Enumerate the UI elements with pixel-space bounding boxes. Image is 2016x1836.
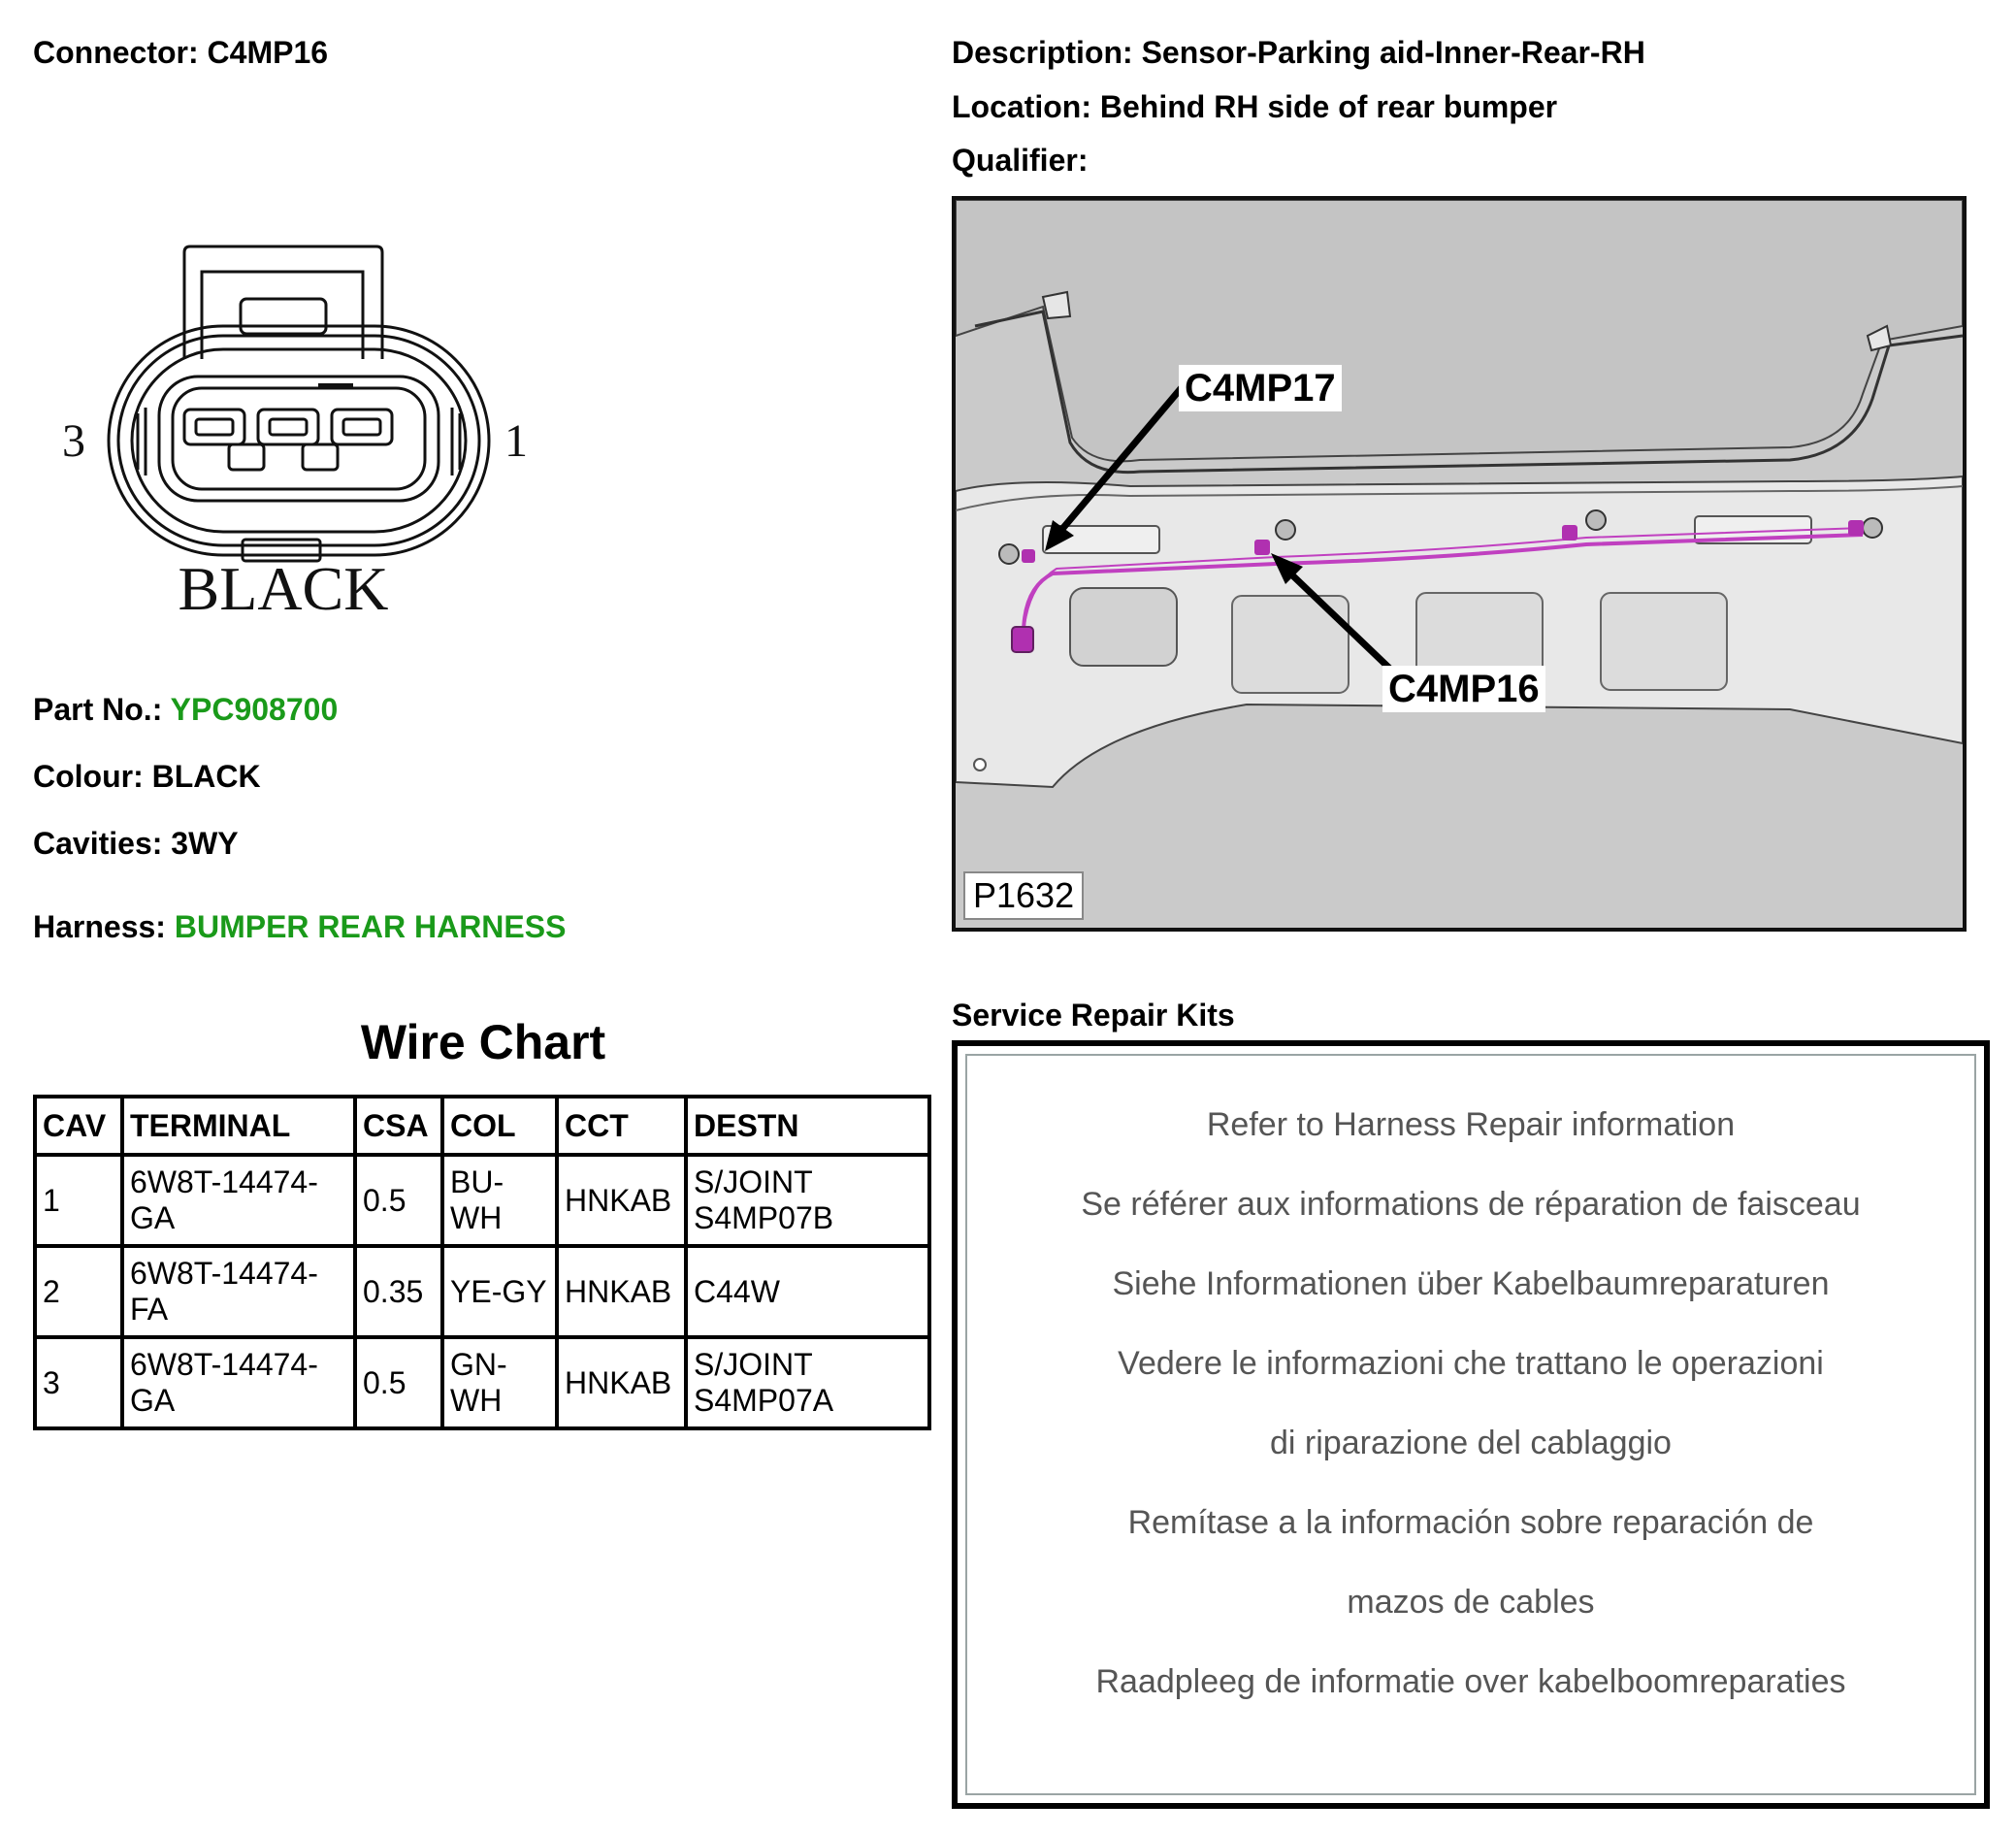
terminal-cell: 6W8T-14474-GA — [120, 1153, 357, 1248]
kit-line: mazos de cables — [1347, 1584, 1595, 1621]
service-kits-inner: Refer to Harness Repair information Se r… — [965, 1054, 1976, 1795]
connector-face-drawing: 3 1 BLACK — [62, 245, 528, 623]
harness-label: Harness: — [33, 909, 166, 944]
colour-line: Colour: BLACK — [33, 759, 261, 795]
part-number-link[interactable]: YPC908700 — [170, 692, 339, 727]
location-value: Behind RH side of rear bumper — [1099, 89, 1558, 124]
column-header: COL — [440, 1095, 559, 1157]
rear-bumper-drawing — [956, 200, 1963, 789]
kit-line: di riparazione del cablaggio — [1270, 1425, 1672, 1461]
cavities-value: 3WY — [171, 826, 239, 861]
cct-cell: HNKAB — [555, 1153, 688, 1248]
column-header: DESTN — [684, 1095, 931, 1157]
cct-cell: HNKAB — [555, 1335, 688, 1430]
wire-chart-title: Wire Chart — [360, 1015, 606, 1069]
table-row: 3 6W8T-14474-GA 0.5 GN-WH HNKAB S/JOINT … — [33, 1335, 931, 1430]
table-row: 2 6W8T-14474-FA 0.35 YE-GY HNKAB C44W — [33, 1244, 931, 1339]
kit-line: Refer to Harness Repair information — [1206, 1106, 1736, 1143]
part-number-label: Part No.: — [33, 692, 163, 727]
kit-line: Vedere le informazioni che trattano le o… — [1118, 1345, 1824, 1382]
col-cell: BU-WH — [440, 1153, 559, 1248]
terminal-cell: 6W8T-14474-FA — [120, 1244, 357, 1339]
csa-cell: 0.5 — [353, 1153, 444, 1248]
cct-cell: HNKAB — [555, 1244, 688, 1339]
harness-wire — [1023, 527, 1864, 636]
cav-cell: 2 — [33, 1244, 124, 1339]
cavities-label: Cavities: — [33, 826, 163, 861]
harness-wire — [1022, 533, 1864, 636]
wire-chart-table: CAV TERMINAL CSA COL CCT DESTN 1 6W8T-14… — [33, 1095, 931, 1430]
harness-link[interactable]: BUMPER REAR HARNESS — [174, 909, 567, 944]
column-header: CSA — [353, 1095, 444, 1157]
column-header: TERMINAL — [120, 1095, 357, 1157]
service-kits-title: Service Repair Kits — [952, 998, 1235, 1033]
csa-cell: 0.35 — [353, 1244, 444, 1339]
part-number-line: Part No.: YPC908700 — [33, 692, 338, 728]
col-cell: YE-GY — [440, 1244, 559, 1339]
col-cell: GN-WH — [440, 1335, 559, 1430]
column-header: CAV — [33, 1095, 124, 1157]
kit-line: Se référer aux informations de réparatio… — [1081, 1186, 1861, 1223]
column-header: CCT — [555, 1095, 688, 1157]
location-line: Location: Behind RH side of rear bumper — [952, 89, 1557, 125]
colour-value: BLACK — [151, 759, 261, 794]
terminal-cell: 6W8T-14474-GA — [120, 1335, 357, 1430]
qualifier-line: Qualifier: — [952, 143, 1088, 179]
connector-value: C4MP16 — [207, 35, 329, 70]
csa-cell: 0.5 — [353, 1335, 444, 1430]
wire-chart-header-row: CAV TERMINAL CSA COL CCT DESTN — [33, 1095, 931, 1157]
cavities-line: Cavities: 3WY — [33, 826, 239, 862]
colour-label: Colour: — [33, 759, 144, 794]
location-label: Location: — [952, 89, 1091, 124]
destn-cell: S/JOINT S4MP07A — [684, 1335, 931, 1430]
service-kits-box: Refer to Harness Repair information Se r… — [952, 1040, 1990, 1809]
description-line: Description: Sensor-Parking aid-Inner-Re… — [952, 35, 1645, 71]
callout-c4mp17: C4MP17 — [1179, 365, 1342, 411]
qualifier-label: Qualifier: — [952, 143, 1089, 178]
destn-cell: C44W — [684, 1244, 931, 1339]
pin-3-label: 3 — [62, 415, 85, 467]
kit-line: Raadpleeg de informatie over kabelboomre… — [1095, 1663, 1846, 1700]
connector-heading: Connector: C4MP16 — [33, 35, 328, 71]
kit-line: Siehe Informationen über Kabelbaumrepara… — [1112, 1265, 1830, 1302]
cav-cell: 3 — [33, 1335, 124, 1430]
connector-colour-caption: BLACK — [179, 554, 389, 623]
destn-cell: S/JOINT S4MP07B — [684, 1153, 931, 1248]
description-label: Description: — [952, 35, 1133, 70]
connector-label: Connector: — [33, 35, 199, 70]
location-illustration: C4MP17 C4MP16 P1632 — [952, 196, 1967, 932]
table-row: 1 6W8T-14474-GA 0.5 BU-WH HNKAB S/JOINT … — [33, 1153, 931, 1248]
description-value: Sensor-Parking aid-Inner-Rear-RH — [1141, 35, 1645, 70]
figure-reference: P1632 — [963, 871, 1085, 920]
cav-cell: 1 — [33, 1153, 124, 1248]
kit-line: Remítase a la información sobre reparaci… — [1127, 1504, 1814, 1541]
pin-1-label: 1 — [504, 415, 528, 467]
callout-c4mp16: C4MP16 — [1382, 666, 1545, 712]
harness-line: Harness: BUMPER REAR HARNESS — [33, 909, 566, 945]
